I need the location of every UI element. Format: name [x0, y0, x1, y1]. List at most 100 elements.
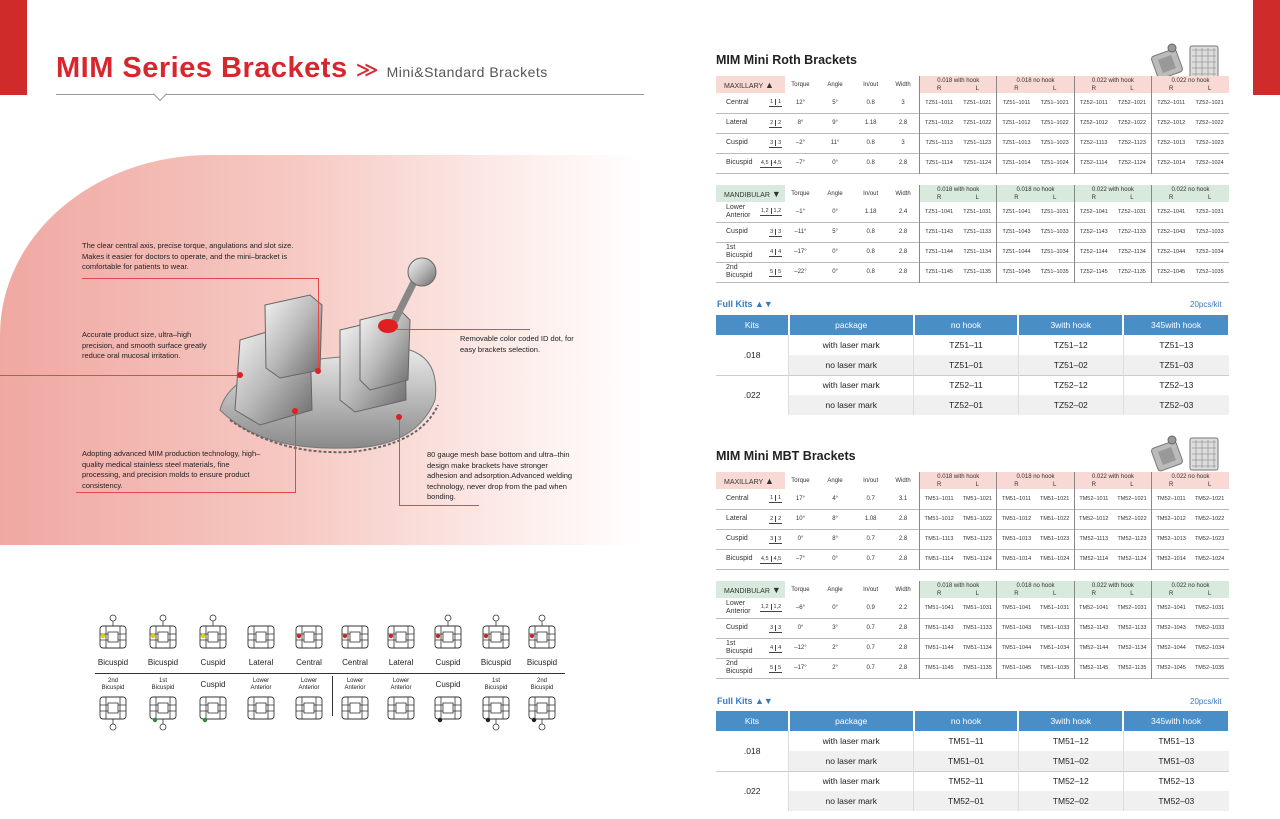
cell-code: TM51–1012	[996, 509, 1036, 529]
cell-torque: –22°	[794, 269, 807, 275]
tooth-name: Lateral	[726, 119, 748, 126]
kit-code: TZ51–13	[1122, 335, 1229, 355]
leader-line-5v	[399, 418, 400, 506]
cell-code: TM52–1045	[1151, 658, 1191, 678]
cell-code: TZ51–1113	[919, 133, 959, 153]
cell-torque: 0°	[797, 625, 804, 631]
side-header-l: L	[1190, 85, 1229, 93]
cell-code: TM51–1031	[1039, 604, 1070, 611]
column-header-width: Width	[886, 185, 920, 202]
side-header-l: L	[958, 590, 997, 598]
cell-code: TZ52–1145	[1073, 262, 1113, 282]
title-notch	[152, 86, 168, 102]
cell-code: TM52–1043	[1151, 618, 1191, 638]
leader-line-1	[82, 278, 319, 279]
cell-code: TZ52–1024	[1195, 160, 1224, 166]
arch-label: MANDIBULAR ▼	[716, 581, 786, 598]
cell-width: 2.8	[898, 516, 908, 522]
side-header-l: L	[1112, 194, 1152, 202]
cell-code: TM52–1012	[1151, 509, 1191, 529]
cell-code: TM52–1134	[1117, 645, 1147, 651]
cell-width: 2.8	[898, 269, 908, 275]
kit-code: TM52–11	[913, 770, 1019, 791]
cell-code: TM51–1023	[1039, 536, 1070, 542]
package-type: no laser mark	[788, 395, 914, 415]
column-header-torque: Torque	[785, 76, 816, 93]
cell-width: 3	[901, 140, 905, 146]
cell-code: TZ51–1114	[919, 153, 959, 173]
bracket-thumbnail-icon	[1150, 432, 1230, 479]
column-group-header: 0.022 with hook	[1073, 581, 1152, 590]
roth-title: MIM Mini Roth Brackets	[716, 53, 857, 67]
cell-code: TM51–1034	[1039, 645, 1070, 651]
mbt-kits-pcs: 20pcs/kit	[1190, 697, 1222, 706]
cell-width: 2.2	[898, 604, 908, 611]
lower-tooth-bracket-icon	[197, 693, 229, 736]
marker-dot-5	[396, 414, 402, 420]
upper-tooth-label: Bicuspid	[97, 658, 129, 667]
column-header-inout: In/out	[854, 581, 887, 598]
cell-angle: 8°	[832, 536, 838, 542]
cell-code: TM52–1022	[1194, 516, 1225, 522]
title-underline	[56, 94, 644, 95]
cell-code: TM52–1143	[1073, 618, 1113, 638]
cell-inout: 0.7	[866, 665, 875, 671]
cell-code: TM51–1022	[1039, 516, 1070, 522]
title-subtitle: Mini&Standard Brackets	[386, 64, 548, 80]
package-type: no laser mark	[788, 355, 914, 375]
cell-inout: 1.08	[864, 516, 877, 522]
cell-code: TM51–1134	[962, 645, 992, 651]
kits-header: no hook	[913, 711, 1020, 731]
cell-torque: 8°	[797, 120, 804, 126]
cell-code: TM52–1144	[1073, 638, 1113, 658]
upper-tooth-label: Lateral	[248, 658, 274, 667]
cell-code: TM51–1041	[919, 598, 959, 618]
column-group-header: 0.022 with hook	[1073, 185, 1152, 194]
cell-code: TZ52–1022	[1117, 120, 1147, 126]
cell-torque: –6°	[795, 604, 805, 611]
column-group-header: 0.018 with hook	[919, 76, 997, 85]
title-main: MIM Series Brackets	[56, 52, 348, 84]
side-header-r: R	[1151, 194, 1191, 202]
cell-code: TZ52–1031	[1117, 208, 1147, 215]
cell-code: TM52–1041	[1073, 598, 1113, 618]
side-header-l: L	[1035, 590, 1075, 598]
side-header-r: R	[919, 85, 959, 93]
cell-torque: –1°	[795, 208, 805, 215]
cell-code: TZ52–1041	[1151, 202, 1191, 222]
cell-code: TZ52–1031	[1195, 208, 1224, 215]
kits-header: 345with hook	[1123, 711, 1230, 731]
cell-angle: 0°	[832, 249, 838, 255]
lower-tooth-label: 2nd Bicuspid	[101, 678, 125, 691]
cell-width: 2.8	[898, 536, 908, 542]
side-header-l: L	[958, 194, 997, 202]
cell-torque: –7°	[795, 160, 805, 166]
side-header-r: R	[1151, 85, 1191, 93]
cell-code: TM52–1031	[1117, 604, 1147, 611]
side-header-l: L	[1190, 481, 1229, 489]
cell-code: TZ51–1133	[963, 229, 992, 235]
cell-angle: 2°	[832, 645, 838, 651]
tooth-chart-midline	[332, 676, 333, 716]
kit-code: TZ52–12	[1017, 374, 1124, 395]
side-header-r: R	[919, 194, 959, 202]
cell-code: TM51–1043	[996, 618, 1036, 638]
side-header-l: L	[958, 481, 997, 489]
tooth-name: Central	[726, 98, 749, 106]
side-header-l: L	[1112, 590, 1152, 598]
cell-inout: 0.8	[866, 99, 875, 106]
cell-code: TZ52–1113	[1073, 133, 1113, 153]
cell-code: TZ51–1021	[963, 99, 992, 106]
tooth-chart-divider	[95, 673, 565, 674]
sort-arrows-icon: ▲▼	[755, 299, 773, 309]
cell-angle: 5°	[832, 229, 838, 235]
